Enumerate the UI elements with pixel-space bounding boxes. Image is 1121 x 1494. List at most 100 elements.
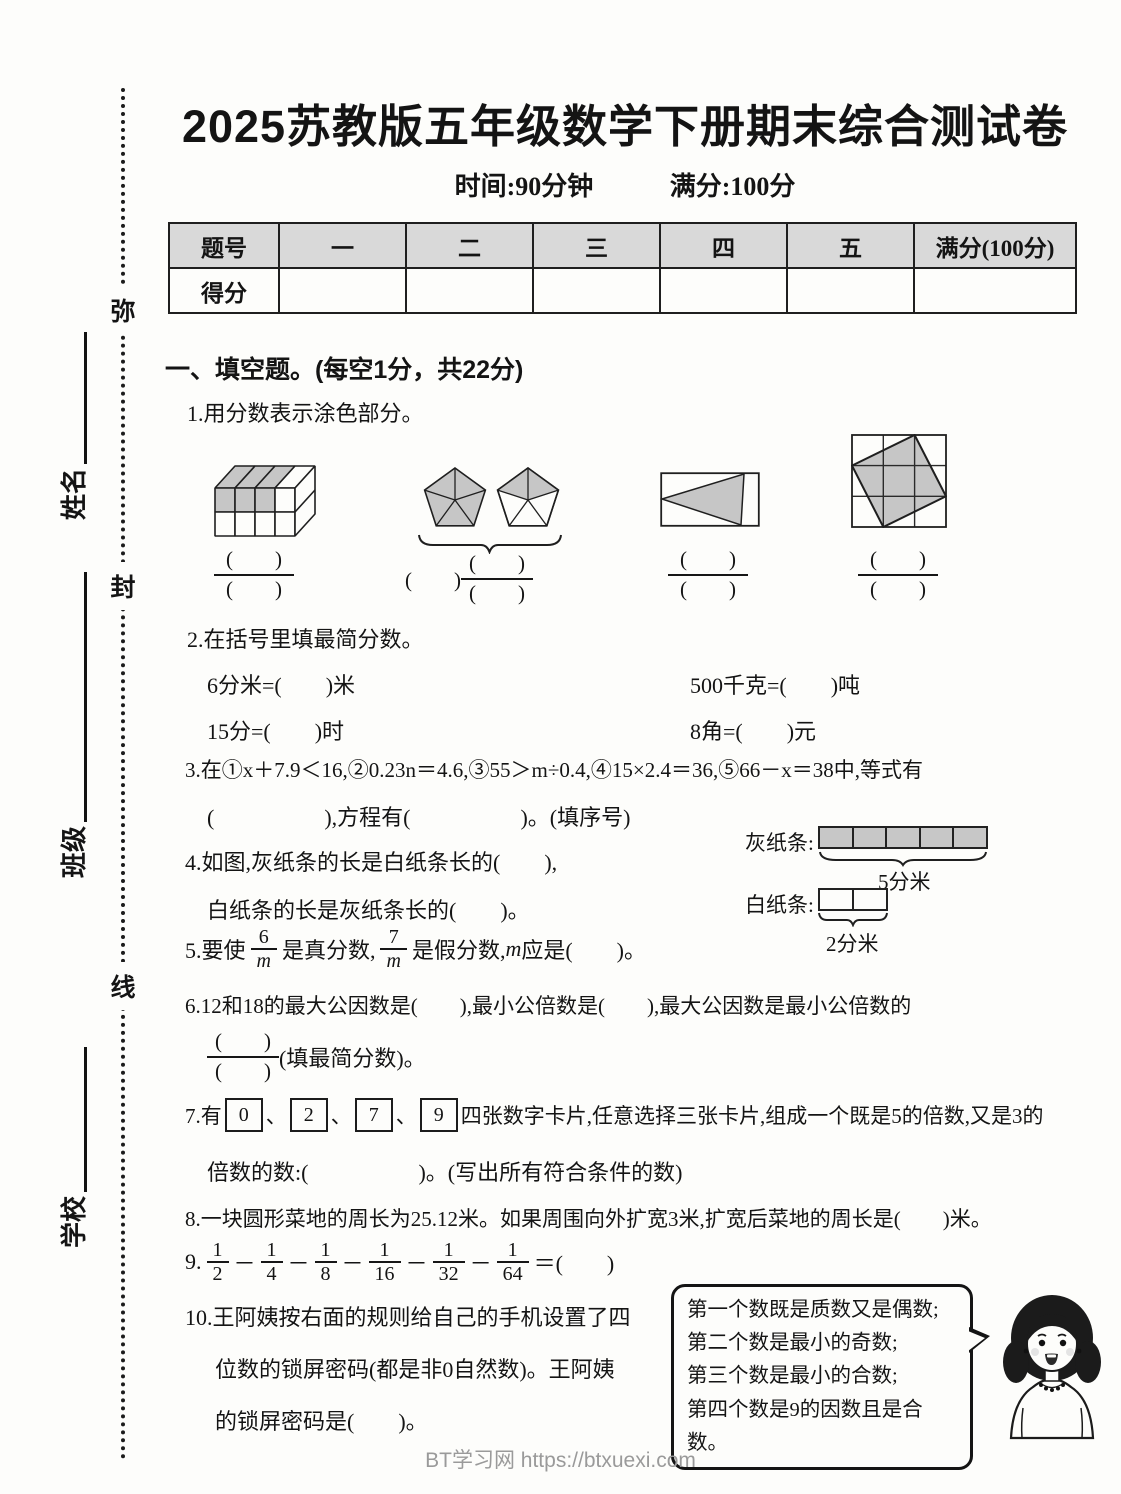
- q2-item-4: 8角=( )元: [690, 719, 817, 744]
- q10-rule-4: 第四个数是9的因数且是合数。: [687, 1398, 923, 1454]
- q7-prefix: 7.有: [185, 1104, 222, 1128]
- name-label: 姓名: [59, 467, 89, 520]
- fraction-numerator: 1: [507, 1239, 518, 1261]
- q5-fraction-2: 7 m: [380, 926, 407, 972]
- score-table-body-row: 得分: [168, 267, 1077, 314]
- q5-variable: m: [505, 936, 522, 961]
- q1-figure-pentagon-full: [421, 466, 489, 535]
- seal-char-3: 线: [105, 962, 141, 1010]
- brace-svg: [818, 912, 888, 928]
- paper-title: 2025苏教版五年级数学下册期末综合测试卷: [181, 101, 1069, 152]
- q9-row: 9. 1 2 － 1 4 － 1 8 － 1 16 － 1 32 － 1 64 …: [185, 1232, 614, 1292]
- q6-fraction-blank: ( ) ( ): [207, 1029, 279, 1084]
- fraction-numerator-blank: ( ): [215, 1029, 271, 1053]
- q9-fraction-4: 1 16: [368, 1239, 401, 1285]
- fraction-bar: [214, 573, 294, 577]
- section1-heading: 一、填空题。(每空1分，共22分): [165, 356, 524, 384]
- score-cell-5: [786, 267, 915, 314]
- q5-fraction-1: 6 m: [250, 926, 277, 972]
- seal-char-1: 弥: [105, 286, 141, 334]
- score-cell-total: [913, 267, 1077, 314]
- q3-line-1: 3.在①x＋7.9＜16,②0.23n＝4.6,③55＞m÷0.4,④15×2.…: [185, 758, 923, 782]
- minus-sign: －: [341, 1251, 364, 1276]
- q5-mid: 是真分数,: [281, 938, 376, 963]
- q7-card-0: 0: [224, 1098, 263, 1132]
- q10-line-1: 10.王阿姨按右面的规则给自己的手机设置了四: [185, 1305, 631, 1330]
- score-cell-1: [278, 267, 407, 314]
- q7-line-1-rest: 四张数字卡片,任意选择三张卡片,组成一个既是5的倍数,又是3的: [460, 1104, 1044, 1128]
- q10-rule-1: 第一个数既是质数又是偶数;: [687, 1299, 939, 1321]
- q6-suffix: (填最简分数)。: [279, 1045, 426, 1071]
- minus-sign: －: [233, 1251, 256, 1276]
- q10-line-2: 位数的锁屏密码(都是非0自然数)。王阿姨: [215, 1357, 615, 1382]
- white-strip-cell: [852, 890, 886, 909]
- grey-strip-cell: [952, 828, 986, 847]
- q1-fraction-blank-c: ( ) ( ): [668, 547, 748, 602]
- q4-white-brace: [818, 912, 888, 932]
- school-field: 学校: [54, 1046, 91, 1248]
- q7-separator: 、: [395, 1104, 417, 1128]
- q10-line-3: 的锁屏密码是( )。: [215, 1409, 428, 1434]
- q7-line-2: 倍数的数:( )。(写出所有符合条件的数): [207, 1160, 683, 1185]
- q1-figure-grid-square: [850, 433, 948, 533]
- score-header-1: 一: [278, 222, 407, 269]
- score-cell-2: [405, 267, 534, 314]
- q1-figure-rectangle-triangle: [659, 472, 760, 532]
- score-table-header-row: 题号 一 二 三 四 五 满分(100分): [168, 222, 1077, 269]
- q4-line-2: 白纸条的长是灰纸条长的( )。: [207, 898, 530, 923]
- score-header-3: 三: [532, 222, 661, 269]
- brace-svg: [819, 851, 987, 867]
- fraction-bar: [858, 573, 938, 577]
- fraction-denominator: m: [380, 948, 407, 972]
- brace-svg: [418, 534, 562, 555]
- aunt-wang-illustration: [995, 1288, 1111, 1445]
- score-header-4: 四: [659, 222, 788, 269]
- fraction-denominator: 2: [206, 1261, 229, 1285]
- q6-line-1: 6.12和18的最大公因数是( ),最小公倍数是( ),最大公因数是最小公倍数的: [185, 994, 912, 1018]
- q4-white-strip-label: 白纸条:: [745, 893, 814, 917]
- q10-rule-3: 第三个数是最小的合数;: [687, 1365, 898, 1388]
- fraction-denominator-blank: ( ): [226, 577, 282, 602]
- q5-prefix: 5.要使: [185, 938, 246, 963]
- pentagon-partial-svg: [496, 467, 560, 527]
- q7-separator: 、: [265, 1104, 287, 1128]
- q1-fraction-blank-d: ( ) ( ): [858, 547, 938, 602]
- q10-rule-2: 第二个数是最小的奇数;: [687, 1332, 898, 1355]
- q4-grey-strip-label: 灰纸条:: [745, 831, 814, 855]
- q7-card-7: 7: [354, 1098, 393, 1132]
- q7-separator: 、: [330, 1104, 352, 1128]
- fraction-numerator: 1: [443, 1239, 454, 1261]
- pentagon-full-svg: [423, 467, 487, 527]
- q5-post: 应是( )。: [521, 938, 646, 963]
- score-cell-3: [532, 267, 661, 314]
- class-field: 班级: [54, 571, 91, 878]
- fraction-bar: [207, 1055, 279, 1059]
- paper-meta: 时间:90分钟 满分:100分: [150, 166, 1100, 203]
- score-row-label: 得分: [168, 267, 280, 314]
- fraction-denominator: 16: [368, 1261, 401, 1285]
- site-watermark: BT学习网 https://btxuexi.com: [425, 1449, 696, 1472]
- cuboid-figure-svg: [214, 465, 316, 537]
- q2-text: 2.在括号里填最简分数。: [187, 627, 424, 652]
- q4-line-1: 4.如图,灰纸条的长是白纸条长的( ),: [185, 850, 558, 875]
- q1-pentagons-brace: [417, 534, 563, 559]
- q9-fraction-5: 1 32: [432, 1239, 465, 1285]
- minus-sign: －: [469, 1251, 492, 1276]
- score-header-total: 满分(100分): [913, 222, 1077, 269]
- fraction-numerator: 1: [212, 1239, 223, 1261]
- rectangle-triangle-svg: [659, 472, 760, 527]
- white-strip-cell: [820, 890, 852, 909]
- q9-fraction-6: 1 64: [496, 1239, 529, 1285]
- q4-grey-strip: [818, 826, 988, 849]
- score-header-5: 五: [786, 222, 915, 269]
- school-blank-line: [84, 1046, 87, 1192]
- score-header-tihao: 题号: [168, 222, 280, 269]
- fullscore-label: 满分:100分: [669, 172, 796, 201]
- fraction-denominator-blank: ( ): [680, 577, 736, 602]
- fraction-denominator: m: [250, 948, 277, 972]
- q7-row-1: 7.有 0 、 2 、 7 、 9 四张数字卡片,任意选择三张卡片,组成一个既是…: [185, 1098, 1044, 1132]
- fraction-numerator-blank: ( ): [680, 547, 736, 571]
- class-label: 班级: [59, 825, 89, 878]
- fraction-denominator-blank: ( ): [870, 577, 926, 602]
